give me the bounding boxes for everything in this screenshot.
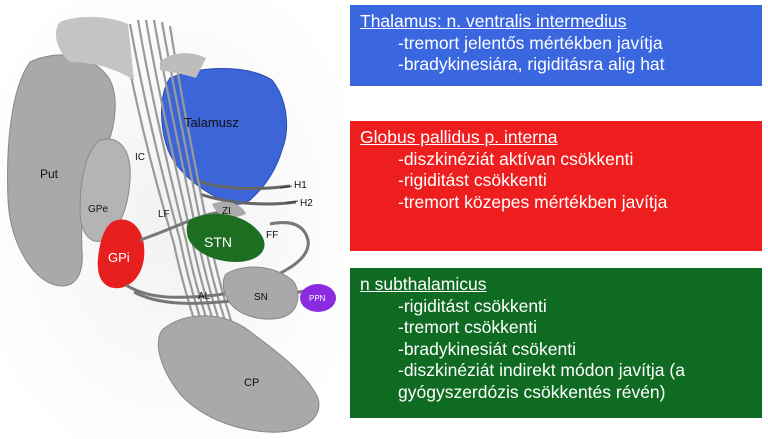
label-gpe: GPe [88, 204, 108, 215]
label-stn: STN [204, 234, 232, 250]
gpi-info-box: Globus pallidus p. interna -diszkinéziát… [350, 121, 762, 251]
stn-effect-item: -tremort csökkenti [398, 317, 754, 339]
stn-title: n subthalamicus [360, 274, 754, 296]
label-ppn: PPN [309, 294, 326, 303]
label-thalamus: Talamusz [184, 115, 239, 130]
stn-effect-item: -bradykinesiát csökenti [398, 339, 754, 361]
label-zi: ZI [222, 206, 231, 217]
label-h1: H1 [294, 180, 307, 191]
gpi-title: Globus pallidus p. interna [360, 127, 754, 149]
label-gpi: GPi [108, 250, 130, 265]
label-lf: LF [158, 209, 170, 220]
thalamus-title: Thalamus: n. ventralis intermedius [360, 11, 754, 33]
label-ic: IC [135, 152, 145, 163]
stn-effect-item: -diszkinéziát indirekt módon javítja (a … [398, 360, 754, 403]
basal-ganglia-diagram: Put GPe GPi IC LF AL Talamusz ZI STN FF … [0, 0, 345, 439]
label-al: AL [198, 291, 211, 302]
stn-effect-item: -rigiditást csökkenti [398, 296, 754, 318]
stn-effects: -rigiditást csökkenti -tremort csökkenti… [360, 296, 754, 404]
gpi-effect-item: -tremort közepes mértékben javítja [398, 192, 754, 214]
gpi-effect-item: -diszkinéziát aktívan csökkenti [398, 149, 754, 171]
stn-info-box: n subthalamicus -rigiditást csökkenti -t… [350, 268, 762, 418]
label-cp: CP [244, 377, 259, 389]
gpi-effects: -diszkinéziát aktívan csökkenti -rigidit… [360, 149, 754, 214]
label-sn: SN [254, 292, 268, 303]
thalamus-info-box: Thalamus: n. ventralis intermedius -trem… [350, 5, 762, 86]
thalamus-effect-item: -tremort jelentős mértékben javítja [398, 33, 754, 55]
thalamus-effect-item: -bradykinesiára, rigiditásra alig hat [398, 54, 754, 76]
label-putamen: Put [40, 167, 59, 181]
label-h2: H2 [300, 198, 313, 209]
thalamus-effects: -tremort jelentős mértékben javítja -bra… [360, 33, 754, 76]
gpi-effect-item: -rigiditást csökkenti [398, 170, 754, 192]
label-ff: FF [266, 230, 278, 241]
